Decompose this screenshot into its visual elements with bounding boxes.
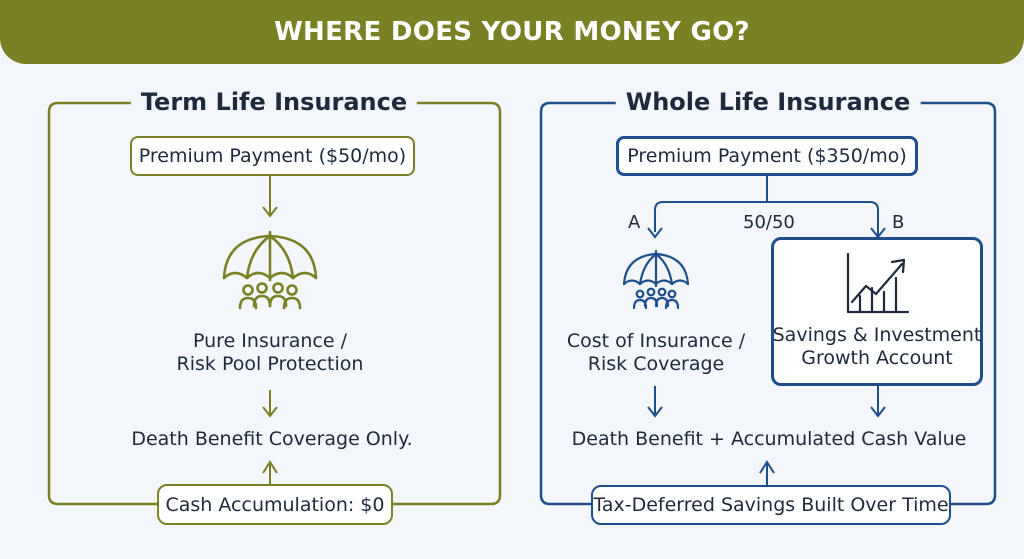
whole-benefit-label: Death Benefit + Accumulated Cash Value <box>571 428 967 450</box>
branch-a-label: A <box>628 212 641 233</box>
comparison-diagram: Term Life Insurance Premium Payment ($50… <box>0 64 1024 559</box>
growth-account-label: Savings & Investment Growth Account <box>772 324 982 369</box>
header-banner: WHERE DOES YOUR MONEY GO? <box>0 0 1024 64</box>
whole-arrow-left <box>647 386 663 418</box>
growth-account-box: Savings & Investment Growth Account <box>771 237 983 386</box>
whole-title: Whole Life Insurance <box>615 88 921 116</box>
growth-chart-icon <box>846 252 910 314</box>
whole-savings-box: Tax-Deferred Savings Built Over Time <box>591 485 951 525</box>
term-frame <box>47 101 502 506</box>
term-cash-box: Cash Accumulation: $0 <box>157 484 393 525</box>
whole-premium-box: Premium Payment ($350/mo) <box>616 136 918 176</box>
term-arrow-1 <box>262 176 278 218</box>
term-benefit-label: Death Benefit Coverage Only. <box>131 428 413 450</box>
term-connector-3 <box>262 460 278 484</box>
whole-savings-label: Tax-Deferred Savings Built Over Time <box>593 494 949 516</box>
whole-frame <box>539 101 997 506</box>
term-arrow-2 <box>262 390 278 418</box>
term-protection-label: Pure Insurance / Risk Pool Protection <box>176 330 364 375</box>
term-cash-label: Cash Accumulation: $0 <box>165 493 385 516</box>
whole-arrow-right <box>870 386 886 418</box>
umbrella-people-icon <box>622 249 690 310</box>
term-title: Term Life Insurance <box>130 88 418 116</box>
connector-lines <box>47 101 997 506</box>
term-premium-box: Premium Payment ($50/mo) <box>130 136 415 176</box>
umbrella-people-icon <box>222 230 318 310</box>
whole-cost-label: Cost of Insurance / Risk Coverage <box>566 330 746 375</box>
whole-premium-label: Premium Payment ($350/mo) <box>627 145 907 167</box>
term-premium-label: Premium Payment ($50/mo) <box>138 145 407 167</box>
branch-b-label: B <box>892 212 905 233</box>
split-label: 50/50 <box>737 212 801 233</box>
whole-connector-bottom <box>759 460 775 485</box>
page-title: WHERE DOES YOUR MONEY GO? <box>274 17 750 47</box>
